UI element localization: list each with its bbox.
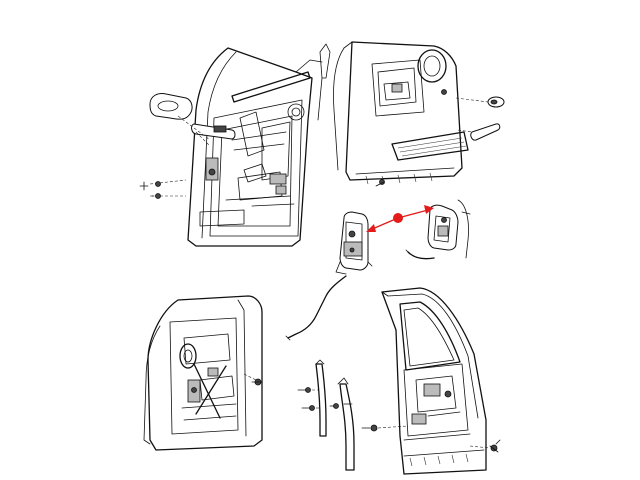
rear-door-exterior-view bbox=[361, 287, 501, 475]
latch-assembly-view bbox=[285, 199, 471, 341]
callout-arrow-right bbox=[397, 209, 429, 219]
callout-marker-dot bbox=[393, 213, 403, 223]
callout-arrowhead-left bbox=[366, 224, 376, 232]
front-door-interior-view bbox=[139, 43, 331, 247]
rear-door-frame-regulator-view bbox=[143, 295, 263, 451]
glass-run-channels-view bbox=[297, 359, 355, 471]
callout-arrowhead-right bbox=[424, 205, 434, 214]
rear-door-trim-panel-view bbox=[333, 41, 505, 187]
